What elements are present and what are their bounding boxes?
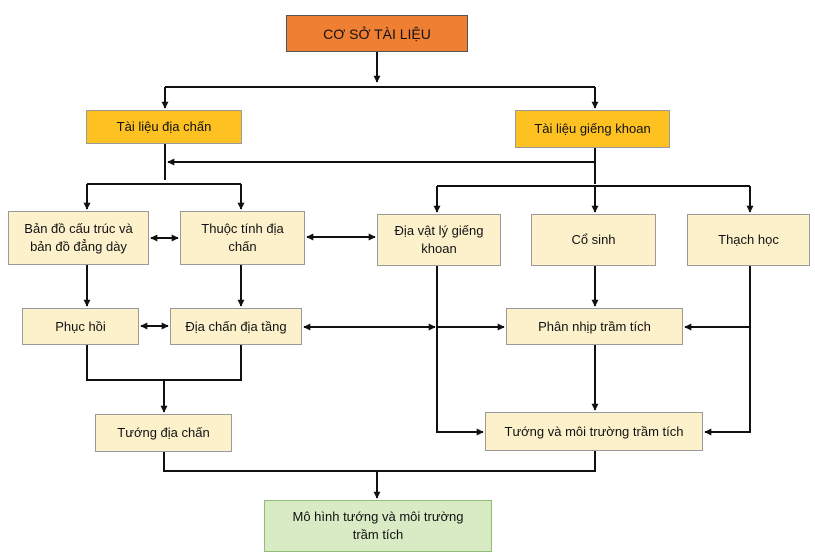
- paleontology-node: Cổ sinh: [531, 214, 656, 266]
- seismic-attributes-node: Thuộc tính địa chấn: [180, 211, 305, 265]
- final-model-node: Mô hình tướng và môi trường trầm tích: [264, 500, 492, 552]
- edge-final-merge: [163, 451, 596, 472]
- lithology-node: Thạch học: [687, 214, 810, 266]
- edge-litho-to-environment: [704, 327, 751, 436]
- edge-litho-to-zonation: [684, 266, 751, 331]
- seismic-facies-node: Tướng địa chấn: [95, 414, 232, 452]
- edge-restoration-down: [86, 345, 242, 381]
- sediment-zonation-node: Phân nhịp trầm tích: [506, 308, 683, 345]
- seismic-stratigraphy-node: Địa chấn địa tầng: [170, 308, 302, 345]
- edge-welllogs-to-environment: [436, 266, 484, 436]
- well-logs-node: Địa vật lý giếng khoan: [377, 214, 501, 266]
- facies-environment-node: Tướng và môi trường trầm tích: [485, 412, 703, 451]
- structure-maps-node: Bản đồ cấu trúc và bản đồ đẳng dày: [8, 211, 149, 265]
- restoration-node: Phục hồi: [22, 308, 139, 345]
- seismic-data-node: Tài liệu địa chấn: [86, 110, 242, 144]
- edge-well-to-seismic-feedback: [167, 148, 596, 166]
- edge-well-split: [437, 148, 750, 187]
- well-data-node: Tài liệu giếng khoan: [515, 110, 670, 148]
- root-data-node: CƠ SỞ TÀI LIỆU: [286, 15, 468, 52]
